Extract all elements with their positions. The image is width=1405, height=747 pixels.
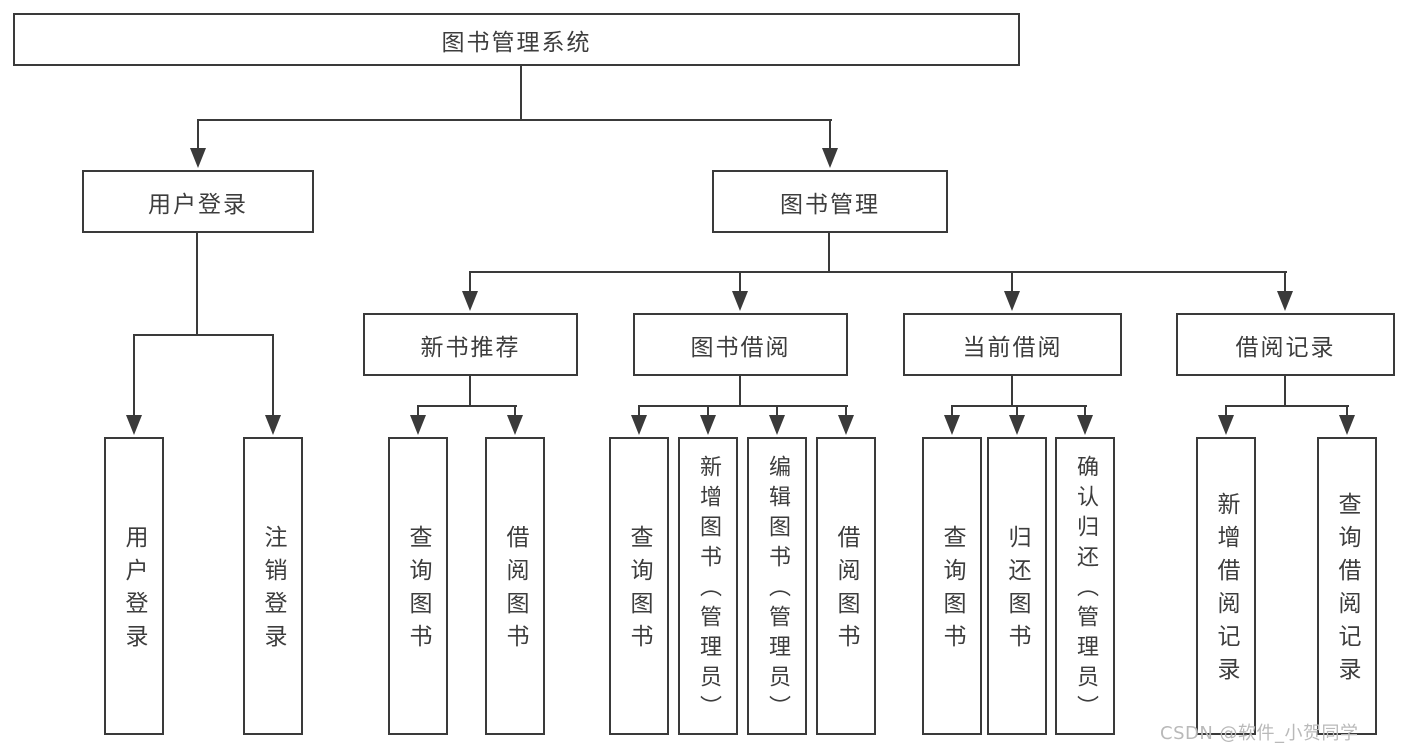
node-user-login: 用户登录 (82, 170, 314, 233)
node-borrow-record: 借阅记录 (1176, 313, 1395, 376)
node-label: 用户登录 (148, 191, 248, 218)
node-current-borrow: 当前借阅 (903, 313, 1122, 376)
node-leaf-user-login: 用户登录 (104, 437, 164, 735)
connector-line (133, 334, 135, 418)
arrow-down-icon (769, 415, 785, 435)
node-label: 归还图书 (1004, 525, 1030, 657)
arrow-down-icon (1277, 291, 1293, 311)
node-label: 用户登录 (121, 525, 147, 657)
connector-line (1011, 271, 1013, 295)
node-label: 注销登录 (260, 525, 286, 657)
arrow-down-icon (732, 291, 748, 311)
connector-line (776, 405, 778, 419)
connector-line (739, 271, 741, 295)
node-label: 确认归还（管理员） (1073, 455, 1098, 725)
connector-line (417, 405, 419, 419)
node-label: 新增借阅记录 (1213, 492, 1239, 690)
node-label: 查询借阅记录 (1334, 492, 1360, 690)
connector-line (1084, 405, 1086, 419)
arrow-down-icon (838, 415, 854, 435)
arrow-down-icon (1077, 415, 1093, 435)
node-root: 图书管理系统 (13, 13, 1020, 66)
node-leaf-edit-book: 编辑图书（管理员） (747, 437, 807, 735)
node-label: 新书推荐 (420, 334, 521, 361)
connector-borrow-record-branch (1225, 405, 1349, 407)
arrow-down-icon (190, 148, 206, 168)
arrow-down-icon (631, 415, 647, 435)
connector-book-borrow-branch (638, 405, 848, 407)
node-leaf-borrow-book-2: 借阅图书 (816, 437, 876, 735)
node-book-borrow: 图书借阅 (633, 313, 848, 376)
connector-new-book-stem (469, 375, 471, 406)
arrow-down-icon (944, 415, 960, 435)
node-leaf-query-book-1: 查询图书 (388, 437, 448, 735)
arrow-down-icon (507, 415, 523, 435)
node-label: 编辑图书（管理员） (765, 455, 790, 725)
node-label: 查询图书 (626, 525, 652, 657)
node-label: 当前借阅 (962, 334, 1063, 361)
arrow-down-icon (462, 291, 478, 311)
node-label: 图书管理 (780, 191, 880, 218)
node-new-book-recommend: 新书推荐 (363, 313, 578, 376)
arrow-down-icon (1004, 291, 1020, 311)
connector-new-book-branch (417, 405, 517, 407)
connector-line (1016, 405, 1018, 419)
node-leaf-add-book: 新增图书（管理员） (678, 437, 738, 735)
arrow-down-icon (410, 415, 426, 435)
node-leaf-add-borrow-record: 新增借阅记录 (1196, 437, 1256, 735)
node-label: 查询图书 (405, 525, 431, 657)
connector-line (638, 405, 640, 419)
connector-line (1346, 405, 1348, 419)
arrow-down-icon (1009, 415, 1025, 435)
arrow-down-icon (126, 415, 142, 435)
node-label: 借阅图书 (502, 525, 528, 657)
connector-line (707, 405, 709, 419)
node-leaf-confirm-return: 确认归还（管理员） (1055, 437, 1115, 735)
arrow-down-icon (700, 415, 716, 435)
node-label: 借阅记录 (1235, 334, 1336, 361)
node-leaf-return-book: 归还图书 (987, 437, 1047, 735)
connector-line (1225, 405, 1227, 419)
node-label: 查询图书 (939, 525, 965, 657)
node-label: 图书管理系统 (441, 29, 592, 56)
connector-user-login-branch (133, 334, 274, 336)
connector-line (951, 405, 953, 419)
connector-book-mgmt-stem (828, 233, 830, 273)
arrow-down-icon (822, 148, 838, 168)
node-label: 借阅图书 (833, 525, 859, 657)
connector-line (845, 405, 847, 419)
node-leaf-query-borrow-record: 查询借阅记录 (1317, 437, 1377, 735)
watermark: CSDN @软件_小贺同学 (1160, 723, 1359, 744)
arrow-down-icon (1218, 415, 1234, 435)
connector-line (469, 271, 471, 295)
connector-line (1284, 271, 1286, 295)
node-label: 图书借阅 (690, 334, 791, 361)
connector-current-borrow-branch (951, 405, 1087, 407)
connector-borrow-record-stem (1284, 375, 1286, 406)
connector-root-stem (520, 66, 522, 120)
connector-line (197, 119, 199, 149)
connector-book-borrow-stem (739, 375, 741, 406)
arrow-down-icon (1339, 415, 1355, 435)
node-leaf-query-book-3: 查询图书 (922, 437, 982, 735)
node-leaf-borrow-book-1: 借阅图书 (485, 437, 545, 735)
node-leaf-query-book-2: 查询图书 (609, 437, 669, 735)
arrow-down-icon (265, 415, 281, 435)
connector-line (272, 334, 274, 418)
connector-line (829, 119, 831, 149)
connector-book-mgmt-branch (469, 271, 1287, 273)
connector-root-branch (197, 119, 832, 121)
node-book-management: 图书管理 (712, 170, 948, 233)
connector-user-login-stem (196, 233, 198, 335)
node-label: 新增图书（管理员） (696, 455, 721, 725)
connector-line (514, 405, 516, 419)
connector-current-borrow-stem (1011, 375, 1013, 406)
node-leaf-logout: 注销登录 (243, 437, 303, 735)
